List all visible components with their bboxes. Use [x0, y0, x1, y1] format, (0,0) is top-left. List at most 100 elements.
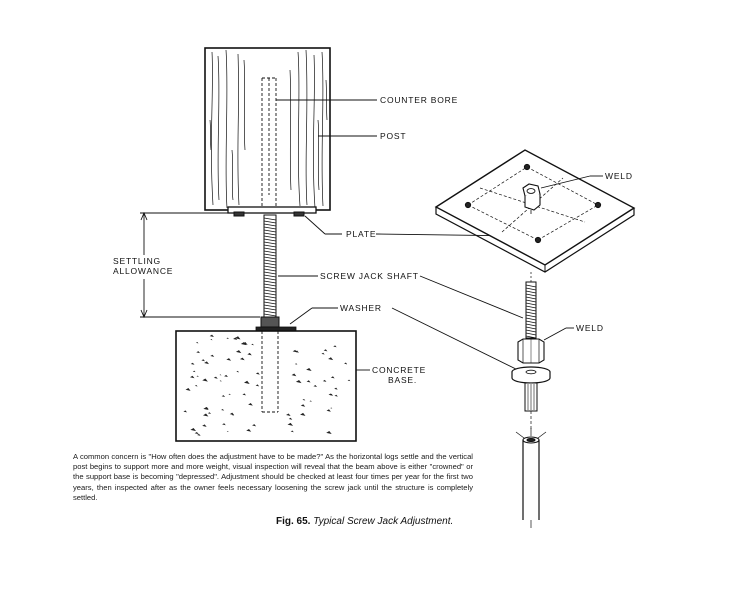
aggregate-mark	[313, 385, 318, 388]
aggregate-mark	[221, 408, 225, 411]
aggregate-mark	[195, 341, 199, 344]
aggregate-mark	[247, 352, 252, 356]
label-concrete: CONCRETE	[372, 365, 427, 375]
label-weld-shaft: WELD	[576, 323, 604, 333]
aggregate-mark	[204, 407, 209, 410]
aggregate-mark	[326, 431, 332, 435]
aggregate-mark	[190, 428, 197, 432]
thread-line	[263, 229, 277, 233]
aggregate-mark	[328, 393, 333, 396]
screw-jack-shaft	[263, 214, 277, 318]
thread-line	[263, 238, 277, 242]
thread-line	[263, 226, 277, 230]
thread-line	[263, 295, 277, 299]
thread-line	[263, 310, 277, 314]
thread-line	[263, 298, 277, 302]
aggregate-mark	[224, 374, 228, 378]
aggregate-mark	[294, 363, 298, 365]
thread-line	[263, 262, 277, 266]
aggregate-mark	[219, 374, 222, 376]
thread-line	[263, 304, 277, 308]
thread-line	[525, 335, 537, 339]
thread-line	[525, 299, 537, 303]
aggregate-mark	[236, 370, 240, 373]
thread-line	[263, 277, 277, 281]
thread-line	[263, 274, 277, 278]
aggregate-mark	[221, 395, 226, 398]
aggregate-mark	[334, 387, 338, 390]
isometric-plate	[434, 149, 636, 273]
label-base: BASE.	[388, 375, 418, 385]
exploded-screw-jack-shaft	[511, 272, 551, 528]
aggregate-mark	[306, 367, 312, 371]
thread-line	[263, 268, 277, 272]
figure-caption: Typical Screw Jack Adjustment.	[313, 516, 454, 527]
aggregate-mark	[288, 417, 293, 420]
thread-line	[263, 220, 277, 224]
thread-line	[525, 290, 537, 294]
thread-line	[263, 217, 277, 221]
label-counter-bore: COUNTER BORE	[380, 95, 459, 105]
thread-line	[263, 247, 277, 251]
aggregate-mark	[190, 362, 195, 365]
post	[204, 47, 331, 211]
aggregate-mark	[300, 404, 306, 407]
aggregate-mark	[330, 376, 335, 379]
aggregate-mark	[286, 413, 291, 417]
aggregate-mark	[197, 433, 201, 436]
thread-line	[263, 280, 277, 284]
aggregate-mark	[239, 357, 245, 361]
thread-line	[263, 271, 277, 275]
aggregate-mark	[226, 337, 229, 339]
thread-line	[525, 332, 537, 336]
aggregate-mark	[302, 398, 306, 401]
aggregate-mark	[326, 409, 331, 412]
thread-line	[525, 305, 537, 309]
aggregate-mark	[243, 380, 250, 384]
thread-line	[263, 250, 277, 254]
aggregate-mark	[295, 379, 302, 384]
aggregate-mark	[203, 413, 209, 417]
aggregate-mark	[334, 394, 338, 397]
weld-leaders	[540, 175, 603, 341]
label-screw-jack-shaft: SCREW JACK SHAFT	[320, 271, 419, 281]
aggregate-mark	[210, 354, 215, 357]
aggregate-mark	[213, 376, 218, 379]
thread-line	[263, 265, 277, 269]
thread-line	[525, 311, 537, 315]
label-allowance: ALLOWANCE	[113, 266, 174, 276]
aggregate-mark	[194, 384, 198, 387]
aggregate-mark	[207, 412, 211, 414]
aggregate-mark	[333, 345, 337, 348]
aggregate-mark	[255, 384, 260, 387]
aggregate-mark	[242, 393, 246, 396]
aggregate-mark	[222, 423, 226, 426]
thread-line	[263, 235, 277, 239]
aggregate-mark	[322, 379, 327, 382]
aggregate-mark	[194, 431, 199, 435]
aggregate-mark	[210, 339, 213, 341]
thread-line	[263, 256, 277, 260]
aggregate-mark	[196, 351, 201, 354]
thread-line	[525, 326, 537, 330]
aggregate-mark	[328, 357, 334, 361]
aggregate-mark	[242, 341, 248, 345]
thread-line	[263, 286, 277, 290]
plate	[227, 206, 317, 217]
settling-allowance-dimension	[140, 211, 260, 319]
aggregate-mark	[201, 359, 205, 362]
thread-line	[525, 308, 537, 312]
aggregate-mark	[183, 410, 188, 413]
thread-line	[525, 296, 537, 300]
aggregate-mark	[233, 337, 238, 340]
thread-line	[263, 259, 277, 263]
thread-line	[263, 307, 277, 311]
aggregate-mark	[344, 362, 348, 365]
aggregate-mark	[235, 350, 242, 354]
aggregate-mark	[291, 373, 297, 377]
aggregate-mark	[287, 422, 294, 426]
aggregate-mark	[306, 380, 311, 383]
aggregate-mark	[228, 393, 231, 396]
thread-line	[263, 253, 277, 257]
